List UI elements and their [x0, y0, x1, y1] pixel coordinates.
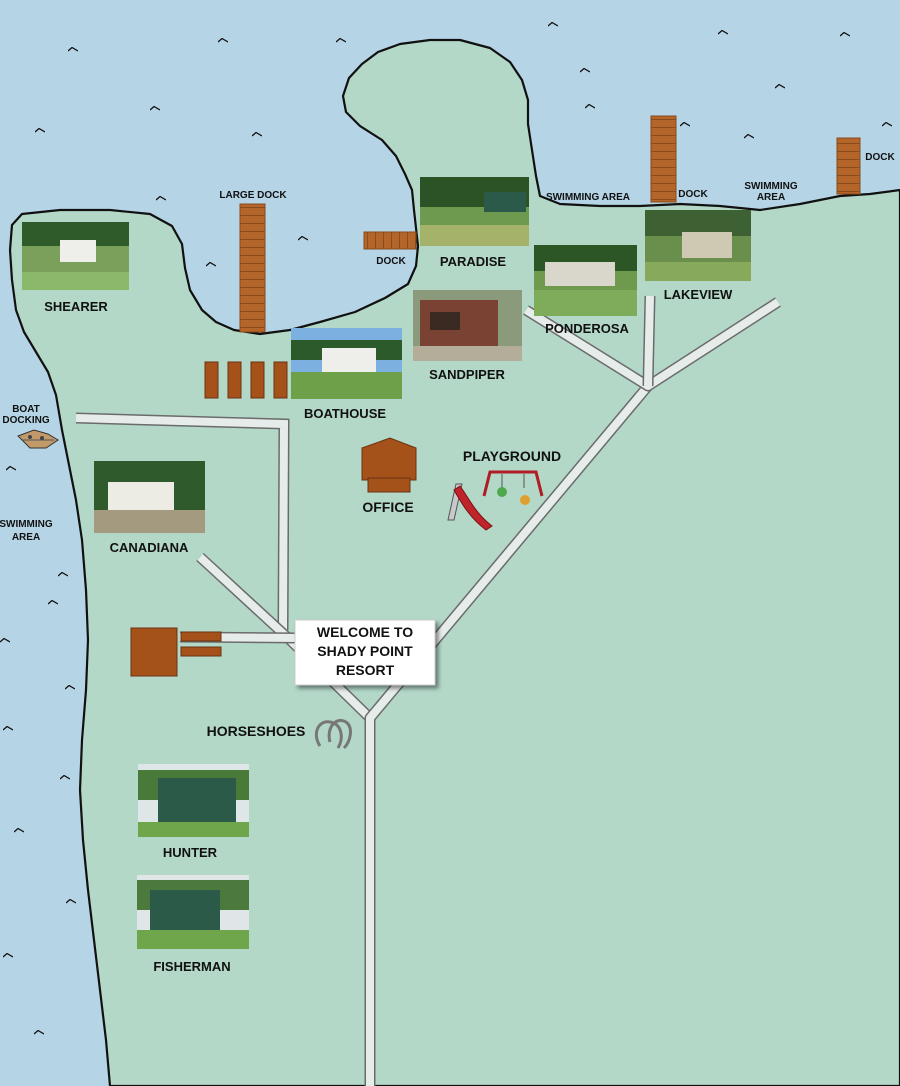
- label-swimming-area-ne-1: SWIMMING: [744, 181, 798, 192]
- welcome-sign-line3: RESORT: [336, 662, 395, 678]
- boat-slips: [204, 361, 288, 399]
- label-swimming-area-west-1: SWIMMING: [0, 519, 53, 530]
- label-dock-left: DOCK: [376, 256, 406, 267]
- welcome-sign: WELCOME TO SHADY POINT RESORT: [294, 619, 436, 686]
- label-horseshoes: HORSESHOES: [207, 723, 306, 739]
- dock-left: [363, 231, 417, 250]
- footpaths: [75, 295, 781, 1086]
- cabin-photo-boathouse: [291, 328, 402, 399]
- label-hunter: HUNTER: [163, 845, 218, 860]
- label-shearer: SHEARER: [44, 299, 108, 314]
- label-boathouse: BOATHOUSE: [304, 406, 386, 421]
- cabin-photo-lakeview: [645, 210, 751, 281]
- large-dock: [239, 203, 266, 333]
- label-boat-docking-1: BOAT: [12, 404, 40, 415]
- label-swimming-area-north: SWIMMING AREA: [546, 192, 630, 203]
- label-office: OFFICE: [362, 499, 413, 515]
- dock-right: [836, 137, 861, 195]
- office-building-icon: [361, 437, 417, 493]
- dock-mid: [650, 115, 677, 203]
- storage-building-icon: [130, 627, 222, 677]
- cabin-photo-shearer: [22, 222, 129, 290]
- cabin-photo-canadiana: [94, 461, 205, 533]
- label-fisherman: FISHERMAN: [153, 959, 230, 974]
- label-swimming-area-west-2: AREA: [12, 532, 40, 543]
- label-lakeview: LAKEVIEW: [664, 287, 733, 302]
- playground-icon: [447, 470, 544, 531]
- cabin-photo-ponderosa: [534, 245, 637, 316]
- label-large-dock: LARGE DOCK: [219, 190, 287, 201]
- cabin-photo-hunter: [138, 764, 249, 837]
- welcome-sign-line2: SHADY POINT: [317, 643, 413, 659]
- boat-docking-icon: [17, 429, 59, 449]
- label-ponderosa: PONDEROSA: [545, 321, 629, 336]
- label-canadiana: CANADIANA: [110, 540, 189, 555]
- cabin-photo-fisherman: [137, 875, 249, 949]
- label-boat-docking-2: DOCKING: [2, 415, 49, 426]
- label-swimming-area-ne-2: AREA: [757, 192, 785, 203]
- label-sandpiper: SANDPIPER: [429, 367, 505, 382]
- horseshoes-icon: [314, 719, 352, 750]
- welcome-sign-line1: WELCOME TO: [317, 624, 413, 640]
- cabin-photos: [22, 177, 751, 949]
- cabin-photo-sandpiper: [413, 290, 522, 361]
- label-paradise: PARADISE: [440, 254, 507, 269]
- cabin-photo-paradise: [420, 177, 529, 246]
- label-dock-right: DOCK: [865, 152, 895, 163]
- label-dock-mid: DOCK: [678, 189, 708, 200]
- label-playground: PLAYGROUND: [463, 448, 561, 464]
